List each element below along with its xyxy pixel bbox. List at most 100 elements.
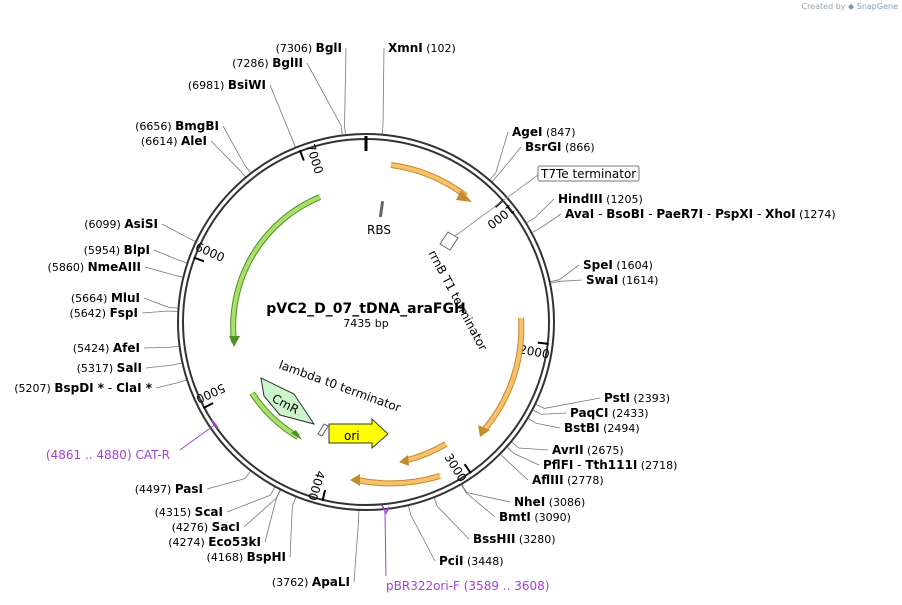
ori-label: ori — [344, 429, 360, 443]
enzyme-name: NheI — [514, 495, 545, 509]
restriction-site-label: AvrII (2675) — [552, 443, 624, 457]
enzyme-name: ClaI * — [116, 381, 153, 395]
enzyme-name: AvaI — [565, 207, 594, 221]
enzyme-name: BssHII — [473, 532, 515, 546]
primer-leader — [179, 424, 215, 451]
bp-tick — [193, 256, 205, 263]
restriction-site-label: (4315) ScaI — [155, 505, 223, 519]
site-leader — [527, 417, 561, 429]
site-position: (3090) — [531, 511, 571, 524]
site-leader — [289, 496, 297, 558]
enzyme-name: ScaI — [195, 505, 223, 519]
site-position: (6614) — [141, 135, 181, 148]
site-leader — [532, 409, 567, 415]
lambda-terminator-glyph — [317, 423, 329, 437]
site-leader — [206, 470, 252, 490]
site-leader — [161, 223, 197, 242]
primer-arrow-icon — [381, 504, 390, 515]
feature-arrow-orange-1 — [390, 162, 468, 199]
enzyme-name: BlpI — [124, 243, 150, 257]
bp-tick-label: 3000 — [441, 451, 469, 484]
enzyme-name: BsrGI — [525, 140, 562, 154]
site-separator: - — [753, 207, 765, 221]
restriction-site-label: (3762) ApaLI — [272, 575, 350, 589]
restriction-site-label: PstI (2393) — [604, 391, 670, 405]
site-leader — [461, 483, 511, 503]
site-leader — [210, 140, 247, 178]
restriction-site-label: PflFI - Tth111I (2718) — [543, 458, 677, 472]
site-position: (7306) — [276, 42, 316, 55]
site-position: (866) — [562, 141, 595, 154]
site-leader — [506, 446, 540, 466]
restriction-site-label: (4276) SacI — [172, 520, 240, 534]
enzyme-name: NmeAIII — [88, 260, 141, 274]
site-separator: - — [594, 207, 606, 221]
restriction-site-label: (5424) AfeI — [73, 341, 140, 355]
enzyme-name: Tth111I — [585, 458, 637, 472]
enzyme-name: PflFI — [543, 458, 573, 472]
site-leader — [144, 266, 184, 278]
bp-tick-label: 7000 — [303, 142, 326, 175]
enzyme-name: Eco53kI — [208, 535, 261, 549]
restriction-site-label: (7286) BglII — [232, 56, 303, 70]
bp-tick — [537, 341, 549, 345]
site-leader — [143, 345, 180, 349]
t7te-leader — [454, 174, 539, 237]
snapgene-logo-icon: ◆ — [848, 2, 855, 11]
site-position: (5954) — [84, 244, 124, 257]
enzyme-name: AfeI — [113, 341, 140, 355]
bp-tick — [202, 402, 214, 409]
restriction-site-label: BmtI (3090) — [499, 510, 571, 524]
site-leader — [510, 441, 549, 451]
site-position: (3762) — [272, 576, 312, 589]
feature-arrow-orange-4-head — [350, 474, 360, 486]
feature-arrow-orange-3-head — [399, 455, 409, 466]
primer-range: (3589 .. 3608) — [460, 579, 550, 593]
site-position: (3448) — [464, 555, 504, 568]
restriction-site-label: (4168) BspHI — [207, 550, 286, 564]
enzyme-name: BspDI * — [54, 381, 104, 395]
site-leader — [408, 505, 436, 562]
site-position: (5642) — [70, 307, 110, 320]
enzyme-name: PstI — [604, 391, 630, 405]
site-separator: - — [644, 207, 656, 221]
site-position: (3280) — [515, 533, 555, 546]
enzyme-name: FspI — [110, 306, 138, 320]
restriction-site-label: SwaI (1614) — [586, 273, 658, 287]
enzyme-name: AleI — [181, 134, 207, 148]
site-position: (5664) — [71, 292, 111, 305]
site-leader — [143, 297, 179, 309]
restriction-site-label: (6614) AleI — [141, 134, 207, 148]
site-position: (3086) — [545, 496, 585, 509]
enzyme-name: HindIII — [558, 192, 603, 206]
restriction-site-label: PaqCI (2433) — [570, 406, 649, 420]
feature-arrow-orange-2-head — [478, 425, 490, 437]
enzyme-name: AvrII — [552, 443, 584, 457]
site-position: (7286) — [232, 57, 272, 70]
primer-leader — [384, 509, 387, 577]
restriction-site-label: (5954) BlpI — [84, 243, 150, 257]
restriction-site-label: (5860) NmeAIII — [48, 260, 141, 274]
t7te-label: T7Te terminator — [540, 167, 636, 181]
restriction-site-label: AvaI - BsoBI - PaeR7I - PspXI - XhoI (12… — [565, 207, 836, 221]
site-position: (2718) — [637, 459, 677, 472]
enzyme-name: MluI — [111, 291, 140, 305]
enzyme-name: BstBI — [564, 421, 600, 435]
site-position: (1205) — [603, 193, 643, 206]
site-position: (2433) — [608, 407, 648, 420]
restriction-site-label: XmnI (102) — [388, 41, 456, 55]
restriction-site-label: (6981) BsiWI — [188, 78, 266, 92]
enzyme-name: AflIII — [532, 473, 564, 487]
restriction-site-label: BstBI (2494) — [564, 421, 640, 435]
enzyme-name: BmtI — [499, 510, 531, 524]
enzyme-name: PasI — [175, 482, 203, 496]
site-leader — [353, 509, 360, 583]
restriction-site-label: (6656) BmgBI — [135, 119, 219, 133]
restriction-site-label: NheI (3086) — [514, 495, 585, 509]
backbone-outer-strand — [177, 133, 555, 511]
site-leader — [264, 489, 282, 543]
site-leader — [141, 310, 179, 314]
site-position: (2778) — [564, 474, 604, 487]
